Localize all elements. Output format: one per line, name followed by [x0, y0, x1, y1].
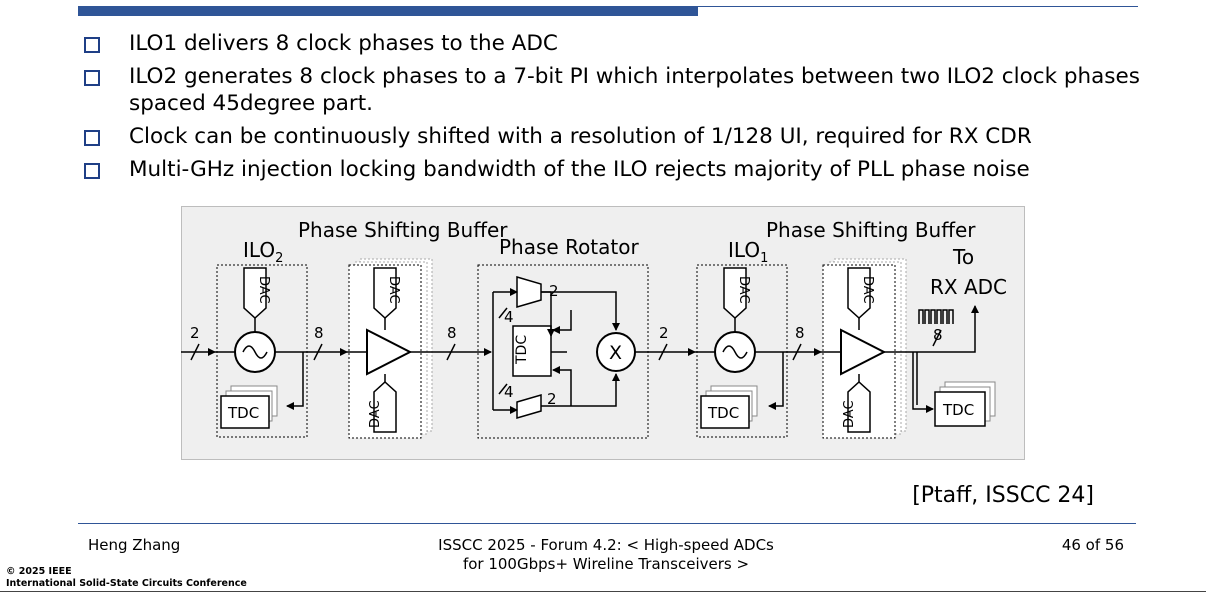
bullet-text: ILO2 generates 8 clock phases to a 7-bit…	[129, 64, 1140, 116]
dac-label: DAC	[256, 276, 271, 304]
citation: [Ptaff, ISSCC 24]	[912, 483, 1094, 508]
bus-width-label: 8	[447, 324, 457, 342]
label-phase-rotator: Phase Rotator	[499, 235, 639, 259]
tdc-box	[934, 391, 986, 427]
bus-width-label: 8	[314, 324, 324, 342]
phase-shifting-buffer-1: DAC DAC	[348, 258, 433, 439]
bus-width-label: 4	[504, 308, 514, 326]
bullet-text: ILO1 delivers 8 clock phases to the ADC	[129, 31, 558, 56]
footer-event-line2: for 100Gbps+ Wireline Transceivers >	[462, 555, 750, 573]
footer-event-line1: ISSCC 2025 - Forum 4.2: < High-speed ADC…	[438, 536, 774, 554]
square-bullet-icon	[84, 70, 100, 86]
tdc-box	[700, 395, 750, 429]
ilo2-block: DAC TDC	[216, 264, 308, 438]
footer-rule	[78, 523, 1136, 524]
title-bar-accent	[78, 6, 698, 16]
footer-author: Heng Zhang	[88, 536, 181, 554]
footer-event: ISSCC 2025 - Forum 4.2: < High-speed ADC…	[0, 536, 1206, 574]
bus-width-label: 2	[547, 390, 557, 408]
label-ilo2: ILO2	[243, 238, 283, 266]
bullet-item: Clock can be continuously shifted with a…	[82, 123, 1142, 150]
tdc-label: TDC	[942, 401, 974, 419]
title-bar-rule	[698, 6, 1138, 7]
dac-icon	[847, 380, 871, 433]
signal-wires: 2 8 8 2 8 8	[181, 305, 979, 410]
tdc-box	[512, 325, 552, 377]
dac-label: DAC	[842, 400, 857, 428]
copyright: © 2025 IEEE International Solid-State Ci…	[6, 566, 247, 590]
bus-width-label: 2	[190, 324, 200, 342]
bullet-text: Clock can be continuously shifted with a…	[129, 124, 1032, 149]
bullet-item: ILO1 delivers 8 clock phases to the ADC	[82, 30, 1142, 57]
bus-width-label: 8	[933, 326, 943, 344]
dac-label: DAC	[386, 276, 401, 304]
bus-width-label: 2	[549, 282, 559, 300]
page-number: 46 of 56	[1061, 536, 1124, 554]
copyright-line2: International Solid-State Circuits Confe…	[6, 578, 247, 589]
square-bullet-icon	[84, 163, 100, 179]
dac-label: DAC	[860, 276, 875, 304]
mixer-label: X	[609, 342, 622, 364]
clock-waveform-icon	[918, 309, 954, 324]
block-diagram: Phase Shifting Buffer ILO2 Phase Rotator…	[181, 206, 1025, 460]
bullet-item: Multi-GHz injection locking bandwidth of…	[82, 156, 1142, 183]
label-ilo1: ILO1	[728, 238, 768, 266]
copyright-line1: © 2025 IEEE	[6, 566, 72, 577]
label-to: To	[952, 245, 974, 269]
bus-width-label: 8	[795, 324, 805, 342]
label-rx-adc: RX ADC	[930, 275, 1007, 299]
bus-width-label: 4	[504, 383, 514, 401]
dac-label: DAC	[368, 400, 383, 428]
label-phase-shifting-buffer-1: Phase Shifting Buffer	[298, 218, 508, 242]
square-bullet-icon	[84, 37, 100, 53]
interpolator-icon	[516, 276, 542, 308]
phase-rotator-block: TDC X 4 4 2 2	[477, 264, 649, 439]
dac-label: DAC	[736, 276, 751, 304]
dac-icon	[373, 380, 397, 433]
dac-icon	[723, 267, 747, 320]
phase-shifting-buffer-2: DAC DAC	[822, 258, 907, 439]
tdc-label: TDC	[514, 335, 530, 365]
ilo1-block: DAC TDC	[696, 264, 788, 438]
label-phase-shifting-buffer-2: Phase Shifting Buffer	[766, 218, 976, 242]
bullet-list: ILO1 delivers 8 clock phases to the ADC …	[82, 30, 1142, 189]
bottom-rule	[0, 591, 1206, 592]
output-tdc: TDC	[912, 352, 996, 427]
dac-icon	[373, 267, 397, 320]
dac-icon	[847, 267, 871, 320]
square-bullet-icon	[84, 130, 100, 146]
bullet-text: Multi-GHz injection locking bandwidth of…	[129, 157, 1030, 182]
dac-icon	[243, 267, 267, 320]
tdc-label: TDC	[707, 404, 739, 422]
tdc-label: TDC	[227, 404, 259, 422]
bullet-item: ILO2 generates 8 clock phases to a 7-bit…	[82, 63, 1142, 117]
tdc-box	[220, 395, 270, 429]
bus-width-label: 2	[659, 324, 669, 342]
